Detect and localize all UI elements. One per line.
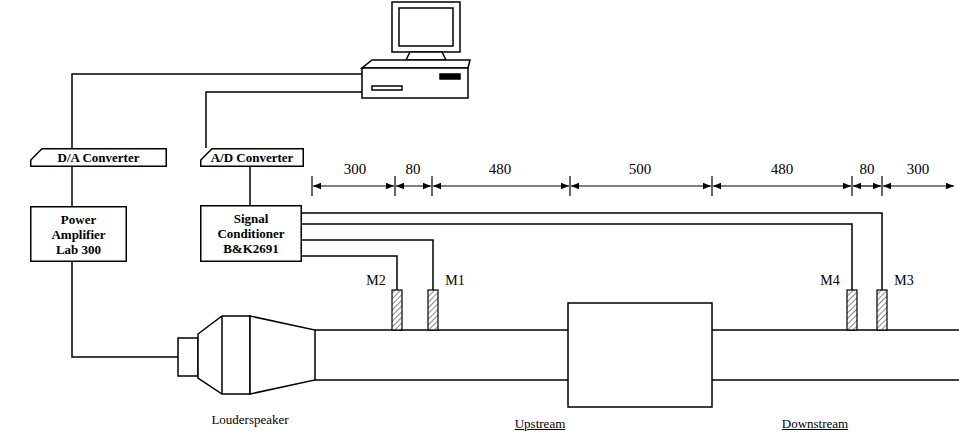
duct-wall bbox=[712, 329, 959, 331]
dimension-arrow bbox=[883, 185, 954, 186]
microphone-label: M2 bbox=[365, 273, 386, 289]
device-box: Signal Conditioner B&K2691 bbox=[200, 205, 302, 262]
speaker-body bbox=[198, 316, 250, 394]
box-label: D/A Converter bbox=[58, 150, 140, 165]
device-outline bbox=[201, 206, 302, 262]
dimension-value: 300 bbox=[343, 161, 368, 178]
computer-case bbox=[362, 68, 468, 98]
drive-slot bbox=[372, 86, 402, 90]
part-name: Louderspeaker bbox=[210, 412, 289, 428]
converter-outline bbox=[31, 149, 167, 167]
box-label: Power Amplifier Lab 300 bbox=[42, 212, 115, 257]
computer-top bbox=[362, 60, 470, 68]
dimension-tick bbox=[569, 176, 570, 196]
loudspeaker bbox=[178, 316, 315, 394]
dimension-tick bbox=[394, 176, 395, 196]
wire bbox=[300, 224, 852, 290]
dimension-line bbox=[312, 176, 954, 196]
speaker-horn bbox=[250, 316, 315, 394]
dimension-arrow bbox=[853, 185, 881, 186]
duct-wall bbox=[315, 379, 568, 381]
monitor-stand bbox=[406, 52, 446, 60]
microphone bbox=[428, 290, 438, 330]
device-box: Power Amplifier Lab 300 bbox=[30, 206, 127, 262]
device-outline bbox=[31, 207, 127, 262]
wire bbox=[300, 256, 397, 290]
region-label: Downstream bbox=[781, 416, 849, 432]
dimension-arrow bbox=[313, 185, 394, 186]
monitor bbox=[392, 2, 460, 52]
wire bbox=[300, 240, 433, 290]
monitor-screen bbox=[399, 8, 453, 46]
duct-wall bbox=[315, 329, 568, 331]
drive-slot bbox=[440, 74, 460, 79]
dimension-arrow bbox=[713, 185, 851, 186]
dimension-value: 80 bbox=[859, 161, 876, 178]
signal-wire bbox=[249, 167, 251, 205]
muffler-chamber bbox=[568, 303, 712, 407]
box-label: Signal Conditioner B&K2691 bbox=[206, 211, 296, 256]
dimension-arrow bbox=[396, 185, 431, 186]
wire bbox=[72, 74, 362, 148]
box-label: A/D Converter bbox=[211, 150, 294, 165]
wire bbox=[72, 262, 178, 357]
dimension-tick bbox=[311, 176, 312, 196]
dimension-arrow bbox=[433, 185, 569, 186]
signal-wire bbox=[71, 167, 73, 206]
dimension-value: 480 bbox=[770, 161, 795, 178]
dimension-value: 500 bbox=[628, 161, 653, 178]
speaker-magnet bbox=[178, 338, 198, 376]
wire bbox=[206, 92, 362, 148]
dimension-tick bbox=[851, 176, 852, 196]
microphone bbox=[877, 290, 887, 330]
computer-icon bbox=[362, 2, 470, 98]
dimension-tick bbox=[431, 176, 432, 196]
converter-box: D/A Converter bbox=[30, 148, 167, 167]
dimension-value: 80 bbox=[405, 161, 422, 178]
speaker-body bbox=[221, 316, 223, 394]
microphone-label: M3 bbox=[893, 273, 914, 289]
microphone-label: M1 bbox=[444, 273, 465, 289]
dimension-arrow bbox=[571, 185, 711, 186]
region-label: Upstream bbox=[514, 416, 567, 432]
dimension-tick bbox=[711, 176, 712, 196]
dimension-tick bbox=[881, 176, 882, 196]
converter-outline bbox=[201, 149, 304, 167]
microphone-label: M4 bbox=[819, 273, 840, 289]
microphone bbox=[847, 290, 857, 330]
wire bbox=[300, 213, 882, 290]
dimension-value: 300 bbox=[906, 161, 931, 178]
duct-wall bbox=[712, 379, 959, 381]
microphone bbox=[392, 290, 402, 330]
dimension-value: 480 bbox=[488, 161, 513, 178]
converter-box: A/D Converter bbox=[200, 148, 304, 167]
